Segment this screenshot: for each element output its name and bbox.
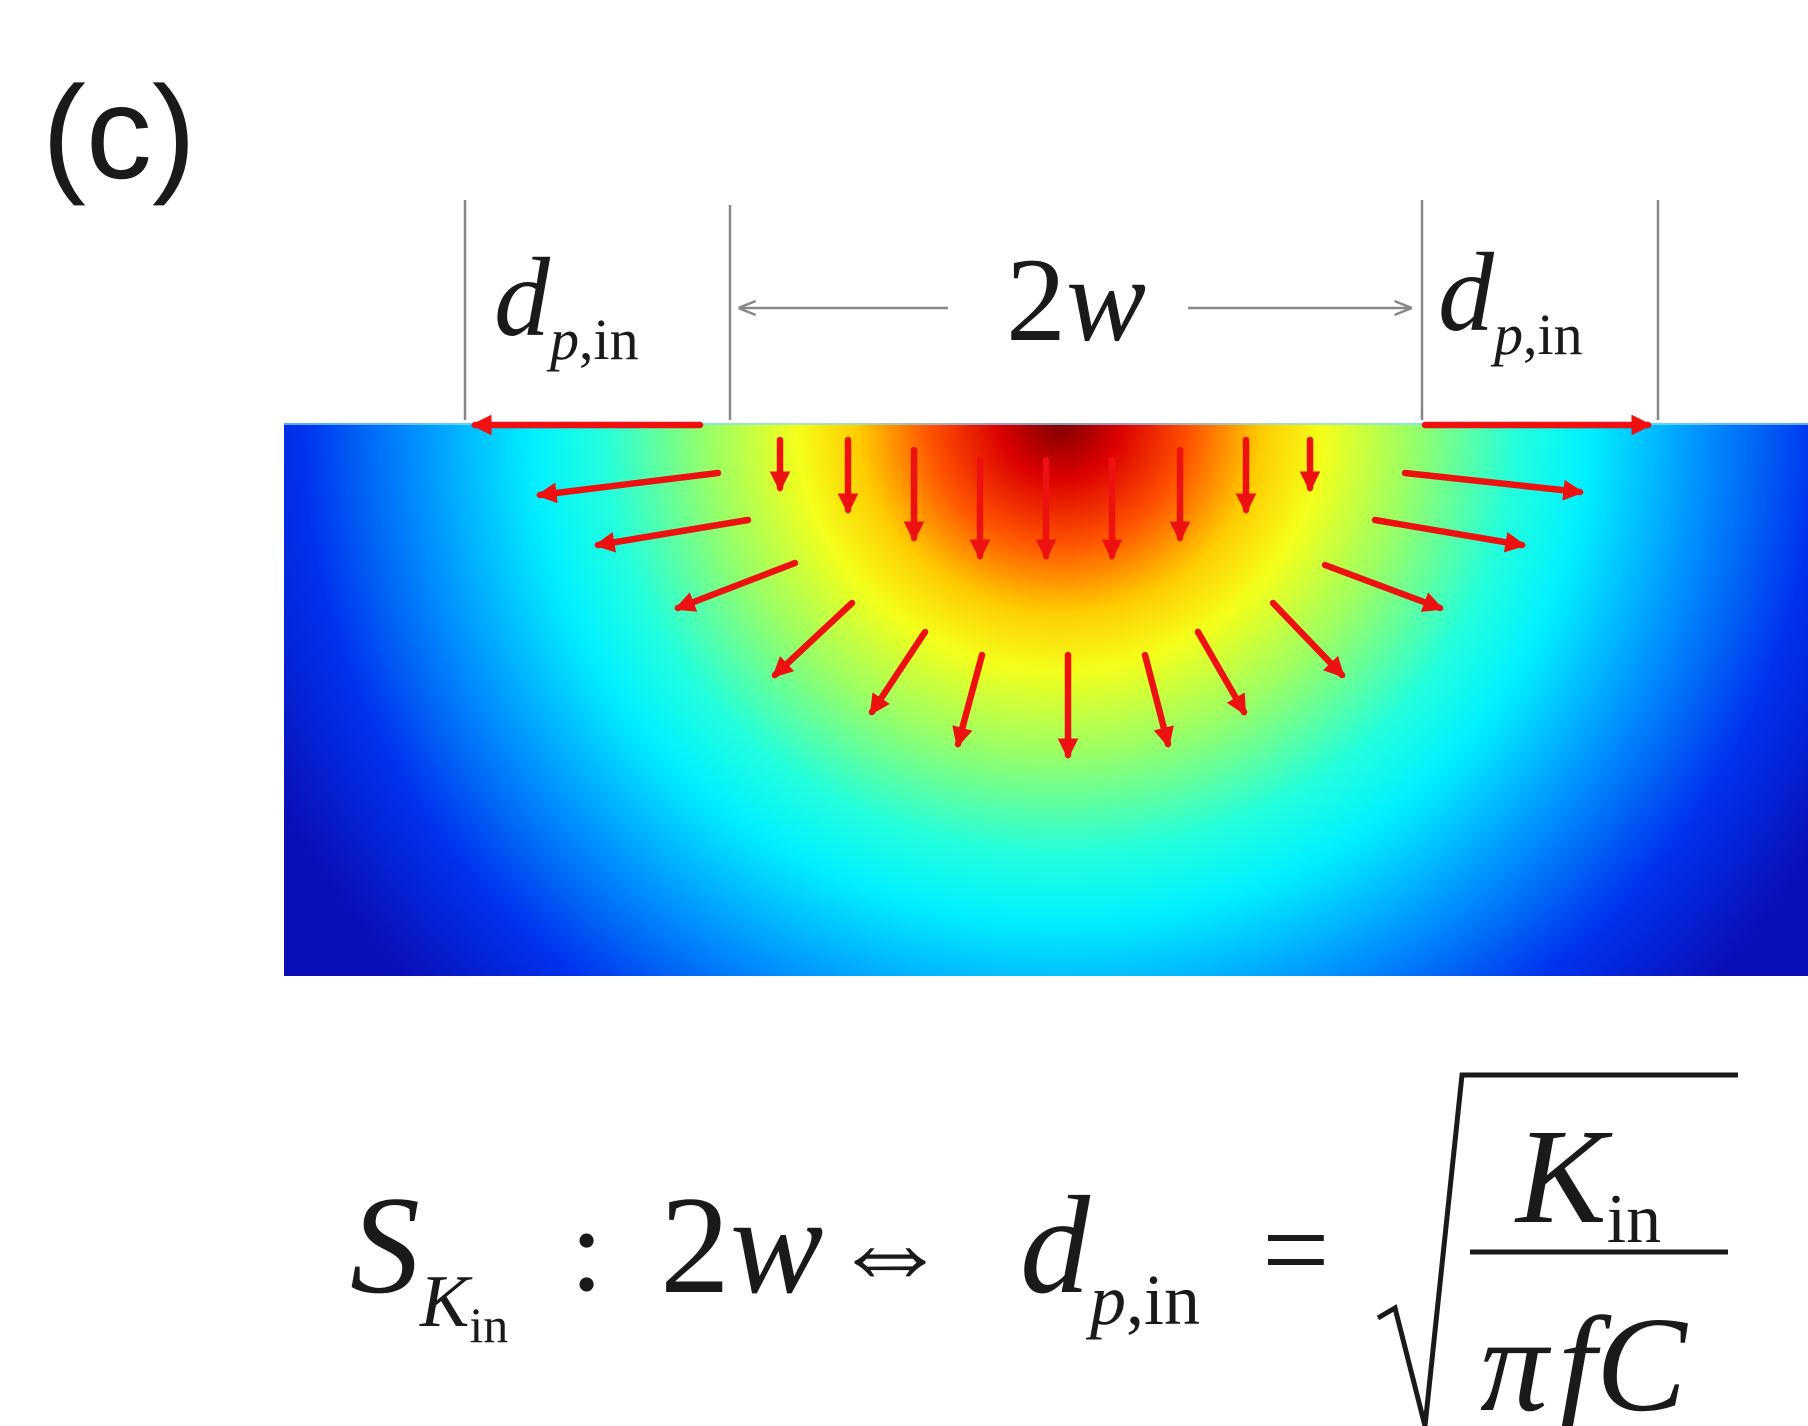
flux-arrow	[1321, 561, 1444, 612]
panel-label: (c)	[42, 59, 196, 206]
flux-arrow	[868, 628, 929, 716]
denominator-pi: π	[1480, 1290, 1552, 1426]
left-dim-sub-in: ,in	[579, 307, 639, 372]
formula-d-sub-in: ,in	[1126, 1260, 1200, 1340]
dimension-lines	[463, 200, 1660, 420]
flux-arrow	[674, 559, 799, 612]
center-dim-label: 2w	[1006, 233, 1146, 366]
formula: SKin : 2w ⇔ dp,in = Kin πfC	[350, 1072, 1738, 1426]
sqrt-sign	[1376, 1072, 1738, 1426]
right-dim-sub-p: p	[1490, 302, 1523, 367]
left-dim-d: d	[494, 236, 551, 360]
center-dim-2: 2	[1006, 233, 1066, 366]
formula-S: S	[350, 1168, 420, 1323]
flux-arrow	[1269, 599, 1346, 679]
formula-left: SKin	[350, 1168, 508, 1353]
right-dim-sub-in: ,in	[1523, 302, 1583, 367]
formula-equals: =	[1262, 1183, 1330, 1316]
flux-arrows	[470, 414, 1653, 760]
left-dim-label: dp,in	[494, 236, 639, 372]
right-dim-d: d	[1438, 231, 1495, 355]
fraction-numerator: Kin	[1514, 1102, 1661, 1258]
flux-arrow	[535, 469, 722, 504]
surface-line	[284, 423, 1808, 425]
formula-d: dp,in	[1020, 1168, 1200, 1340]
flux-arrow	[593, 516, 752, 553]
left-dim-sub-p: p	[546, 307, 579, 372]
formula-S-sub-in: in	[469, 1297, 508, 1353]
formula-equiv: ⇔	[830, 1183, 950, 1316]
formula-d-main: d	[1020, 1168, 1091, 1323]
flux-arrow	[1141, 651, 1174, 749]
numerator-K: K	[1514, 1102, 1613, 1252]
flux-arrow	[952, 651, 986, 749]
flux-arrow	[771, 599, 856, 679]
formula-2: 2	[660, 1168, 730, 1323]
flux-arrow	[1194, 628, 1248, 716]
numerator-in: in	[1607, 1181, 1661, 1258]
formula-middle: 2w	[660, 1168, 823, 1323]
formula-S-sub-K: K	[419, 1261, 473, 1343]
fraction-denominator: πfC	[1480, 1290, 1688, 1426]
center-dim-w: w	[1066, 233, 1146, 366]
formula-w: w	[730, 1168, 823, 1323]
flux-arrow	[1401, 469, 1585, 501]
formula-colon: :	[570, 1183, 603, 1316]
formula-d-sub-p: p	[1085, 1260, 1126, 1340]
denominator-C: C	[1596, 1290, 1688, 1426]
flux-arrow	[1371, 516, 1527, 553]
right-dim-label: dp,in	[1438, 231, 1583, 367]
